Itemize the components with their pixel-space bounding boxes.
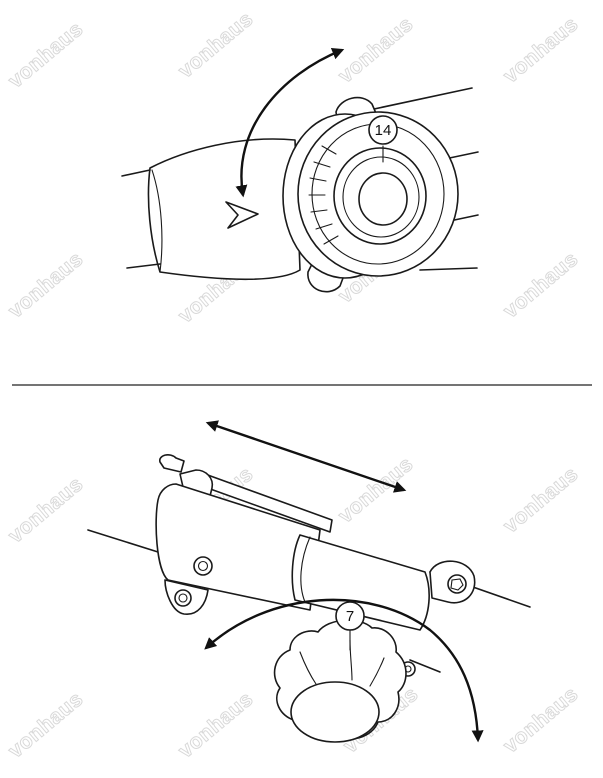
watermark-text: vonhaus bbox=[334, 12, 418, 87]
bottom-right-bolt-hex bbox=[450, 578, 464, 591]
bottom-rotation-arrow bbox=[204, 598, 484, 743]
bottom-clamp-ear-hole bbox=[174, 589, 192, 607]
bottom-clamp-ear-hole-inner bbox=[178, 593, 188, 603]
bottom-clamp-screw bbox=[193, 556, 213, 576]
watermark-text: vonhaus bbox=[499, 247, 583, 322]
watermark-text: vonhaus bbox=[499, 462, 583, 537]
watermark-text: vonhaus bbox=[499, 682, 583, 757]
watermark-text: vonhaus bbox=[4, 247, 88, 322]
top-shaft-line-lower bbox=[419, 267, 478, 271]
top-handle-end-line-upper bbox=[121, 169, 151, 177]
watermark-text: vonhaus bbox=[499, 12, 583, 87]
top-rotation-arrow bbox=[235, 48, 345, 198]
bottom-callout-label: 7 bbox=[346, 608, 354, 625]
bottom-callout-circle bbox=[335, 601, 365, 631]
watermark-text: vonhaus bbox=[4, 687, 88, 762]
watermark-text: vonhaus bbox=[174, 7, 258, 82]
bottom-clamp-screw-inner bbox=[197, 560, 209, 572]
top-handle-seam bbox=[151, 169, 163, 273]
bottom-sleeve-edge bbox=[300, 536, 311, 603]
top-handle-housing bbox=[147, 138, 301, 281]
top-shaft-line-upper bbox=[359, 87, 473, 113]
bottom-right-bolt bbox=[447, 574, 467, 594]
bottom-shaft-line-upper bbox=[87, 529, 159, 553]
bottom-clamp-body bbox=[155, 483, 321, 611]
watermark-text: vonhaus bbox=[4, 17, 88, 92]
top-direction-triangle bbox=[225, 201, 259, 229]
top-figure: 14 bbox=[121, 48, 479, 293]
bottom-slide-arrow bbox=[205, 420, 407, 493]
bottom-rail-pin bbox=[159, 453, 185, 473]
bottom-figure: 7 bbox=[87, 420, 531, 743]
bottom-star-knob-face bbox=[290, 681, 380, 743]
watermark-text: vonhaus bbox=[174, 687, 258, 762]
top-handle-end-line-lower bbox=[126, 263, 161, 269]
watermark-text: vonhaus bbox=[334, 452, 418, 527]
watermark-text: vonhaus bbox=[4, 472, 88, 547]
top-callout-circle bbox=[368, 115, 398, 145]
top-callout-label: 14 bbox=[375, 122, 392, 139]
top-hub-center bbox=[358, 172, 408, 226]
